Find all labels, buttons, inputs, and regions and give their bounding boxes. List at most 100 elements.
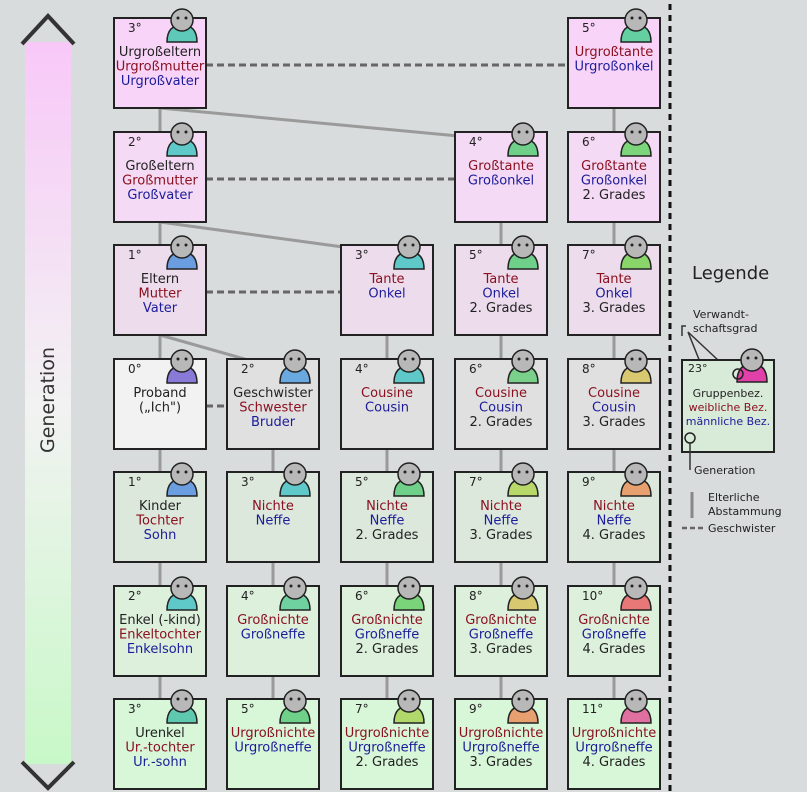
person-head-icon xyxy=(507,462,539,497)
box-label: Urgroßneffe xyxy=(462,741,539,756)
box-label: Urenkel xyxy=(135,726,185,741)
box-label: 2. Grades xyxy=(470,301,533,316)
box-label: Cousin xyxy=(592,401,636,416)
box-label: Großmutter xyxy=(122,174,198,189)
box-degree: 9° xyxy=(582,475,596,489)
box-label: Enkel (-kind) xyxy=(119,613,201,628)
person-head-icon xyxy=(393,349,425,384)
box-label: Nichte xyxy=(366,499,408,514)
legend-degree-bracket xyxy=(681,325,686,336)
box-label: 4. Grades xyxy=(583,642,646,657)
box-degree: 6° xyxy=(582,135,596,149)
box-label: 4. Grades xyxy=(583,528,646,543)
box-label: Großvater xyxy=(127,188,193,203)
person-head-icon xyxy=(393,576,425,611)
box-label: Großnichte xyxy=(237,613,309,628)
person-head-icon xyxy=(620,235,652,270)
box-label: Urgroßnichte xyxy=(459,726,543,741)
legend-example-female: weibliche Bez. xyxy=(689,401,768,414)
box-label: Enkeltochter xyxy=(119,628,202,643)
person-head-icon xyxy=(279,689,311,724)
box-label: Großtante xyxy=(468,159,534,174)
box-label: Großonkel xyxy=(468,174,534,189)
box-degree: 4° xyxy=(241,589,255,603)
box-label: Tante xyxy=(595,272,631,287)
box-label: 2. Grades xyxy=(356,642,419,657)
box-label: Urgroßnichte xyxy=(345,726,429,741)
box-frame xyxy=(567,17,661,109)
box-label: Urgroßeltern xyxy=(119,45,201,60)
generation-arrow-down-icon xyxy=(20,760,76,791)
legend-title: Legende xyxy=(692,263,769,284)
box-degree: 7° xyxy=(469,475,483,489)
person-head-icon xyxy=(620,462,652,497)
person-head-icon xyxy=(279,349,311,384)
person-head-icon xyxy=(620,349,652,384)
box-degree: 4° xyxy=(469,135,483,149)
person-head-icon xyxy=(620,576,652,611)
box-degree: 3° xyxy=(355,248,369,262)
box-degree: 1° xyxy=(128,248,142,262)
legend-lineage-label: Elterliche Abstammung xyxy=(708,491,782,518)
box-label: Urgroßneffe xyxy=(575,741,652,756)
person-head-icon xyxy=(507,576,539,611)
box-label: Cousin xyxy=(365,401,409,416)
lineage-line xyxy=(159,106,502,142)
box-label: Großneffe xyxy=(241,628,305,643)
box-degree: 11° xyxy=(582,702,603,716)
box-label: 2. Grades xyxy=(356,528,419,543)
box-degree: 2° xyxy=(128,589,142,603)
box-label: Großonkel xyxy=(581,174,647,189)
box-degree: 5° xyxy=(241,702,255,716)
person-head-icon xyxy=(393,462,425,497)
legend-example-group: Gruppenbez. xyxy=(693,387,764,400)
box-label: Ur.-sohn xyxy=(133,755,187,770)
box-degree: 10° xyxy=(582,589,603,603)
person-head-icon xyxy=(166,462,198,497)
person-head-icon xyxy=(166,576,198,611)
box-degree: 7° xyxy=(355,702,369,716)
box-label: 3. Grades xyxy=(470,755,533,770)
box-degree: 6° xyxy=(355,589,369,603)
box-label: Urgroßvater xyxy=(121,74,200,89)
box-label: Cousine xyxy=(361,386,413,401)
person-head-icon xyxy=(620,689,652,724)
box-degree: 6° xyxy=(469,362,483,376)
legend: Legende Verwandt- schaftsgrad 23° Gruppe… xyxy=(681,263,782,535)
box-label: Bruder xyxy=(251,415,296,430)
box-degree: 3° xyxy=(128,702,142,716)
box-label: Neffe xyxy=(256,514,291,529)
legend-example-male: männliche Bez. xyxy=(686,415,770,428)
generation-axis-label: Generation xyxy=(37,347,59,453)
box-label: 3. Grades xyxy=(470,528,533,543)
person-head-icon xyxy=(166,235,198,270)
box-label: Proband xyxy=(133,386,186,401)
legend-degree-label: Verwandt- schaftsgrad xyxy=(693,308,757,335)
legend-generation-label: Generation xyxy=(694,464,755,477)
box-label: Urgroßneffe xyxy=(348,741,425,756)
box-label: Schwester xyxy=(239,401,307,416)
person-head-icon xyxy=(279,576,311,611)
person-head-icon xyxy=(507,122,539,157)
box-label: 4. Grades xyxy=(583,755,646,770)
box-label: Urgroßnichte xyxy=(572,726,656,741)
